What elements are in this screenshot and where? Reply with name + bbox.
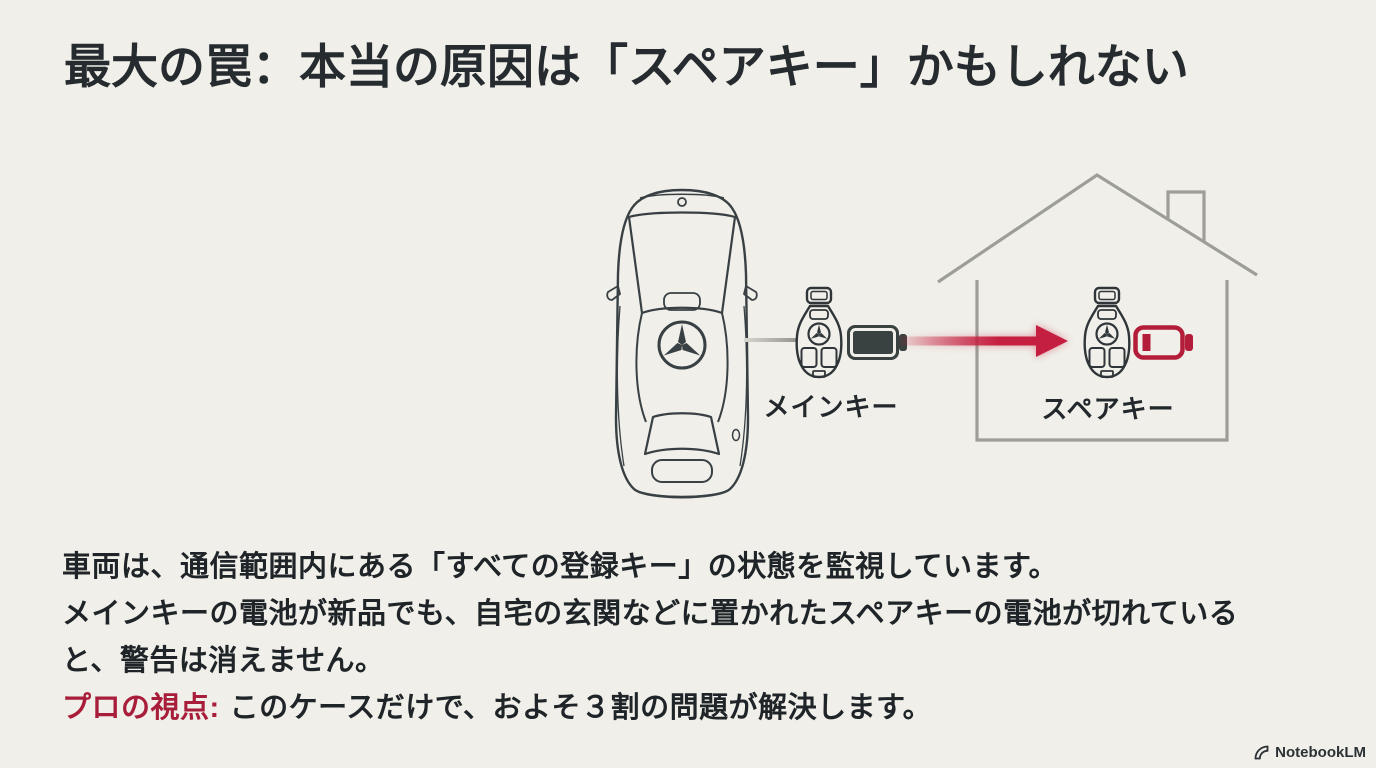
battery-empty-icon bbox=[1133, 325, 1194, 360]
car-rear-window bbox=[643, 412, 721, 456]
arrow-right-icon bbox=[898, 322, 1073, 360]
house-walls bbox=[975, 280, 1229, 442]
body-line-2: メインキーの電池が新品でも、自宅の玄関などに置かれたスペアキーの電池が切れている bbox=[62, 598, 1239, 630]
house-roof bbox=[937, 173, 1258, 284]
mercedes-star-icon bbox=[657, 320, 707, 370]
watermark-label: NotebookLM bbox=[1275, 744, 1366, 761]
main-key-fob-icon bbox=[790, 286, 848, 381]
car-left-mirror bbox=[606, 285, 621, 301]
body-line-pro: プロの視点: このケースだけで、およそ３割の問題が解決します。 bbox=[62, 685, 1352, 732]
house-icon bbox=[925, 163, 1270, 455]
spare-key-label: スペアキー bbox=[1041, 394, 1175, 424]
notebooklm-logo-icon bbox=[1254, 745, 1269, 760]
page-title: 最大の罠：本当の原因は「スペアキー」かもしれない bbox=[64, 40, 1189, 93]
car-antenna-dot bbox=[677, 197, 687, 207]
body-line-1: 車両は、通信範囲内にある「すべての登録キー」の状態を監視しています。 bbox=[62, 551, 1059, 583]
car-windshield bbox=[627, 211, 737, 315]
main-key-label: メインキー bbox=[763, 392, 899, 422]
body-line-3: と、警告は消えません。 bbox=[62, 645, 385, 677]
car-right-mirror bbox=[743, 285, 758, 301]
watermark: NotebookLM bbox=[1253, 744, 1366, 761]
car-key-connector-line bbox=[744, 338, 796, 342]
house-chimney bbox=[1166, 190, 1206, 242]
pro-view-label: プロの視点: bbox=[62, 692, 220, 724]
pro-view-text: このケースだけで、およそ３割の問題が解決します。 bbox=[229, 692, 933, 724]
body-text: 車両は、通信範囲内にある「すべての登録キー」の状態を監視しています。 メインキー… bbox=[62, 544, 1352, 732]
car-top-view-icon bbox=[606, 186, 758, 506]
spare-key-fob-icon bbox=[1078, 286, 1136, 381]
